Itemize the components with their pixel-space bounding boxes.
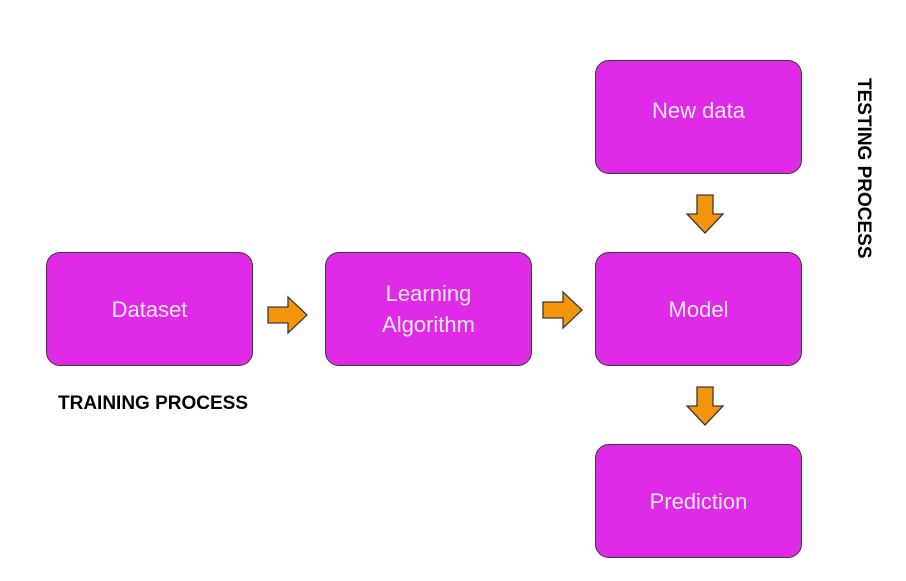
right-arrow-icon: [542, 290, 583, 330]
learning-algorithm-box: Learning Algorithm: [325, 252, 532, 366]
model-label: Model: [668, 296, 729, 322]
training-process-caption: TRAINING PROCESS: [58, 393, 249, 414]
dataset-box: Dataset: [46, 252, 253, 366]
right-arrow-icon: [267, 295, 308, 335]
model-box: Model: [595, 252, 802, 366]
prediction-label: Prediction: [649, 488, 748, 514]
down-arrow-icon: [685, 194, 725, 234]
new-data-box: New data: [595, 60, 802, 174]
dataset-label: Dataset: [111, 296, 188, 322]
new-data-label: New data: [652, 97, 745, 123]
prediction-box: Prediction: [595, 444, 802, 558]
testing-process-caption: TESTING PROCESS: [853, 78, 874, 259]
down-arrow-icon: [685, 386, 725, 426]
learning-algorithm-label: Learning Algorithm: [382, 281, 475, 337]
